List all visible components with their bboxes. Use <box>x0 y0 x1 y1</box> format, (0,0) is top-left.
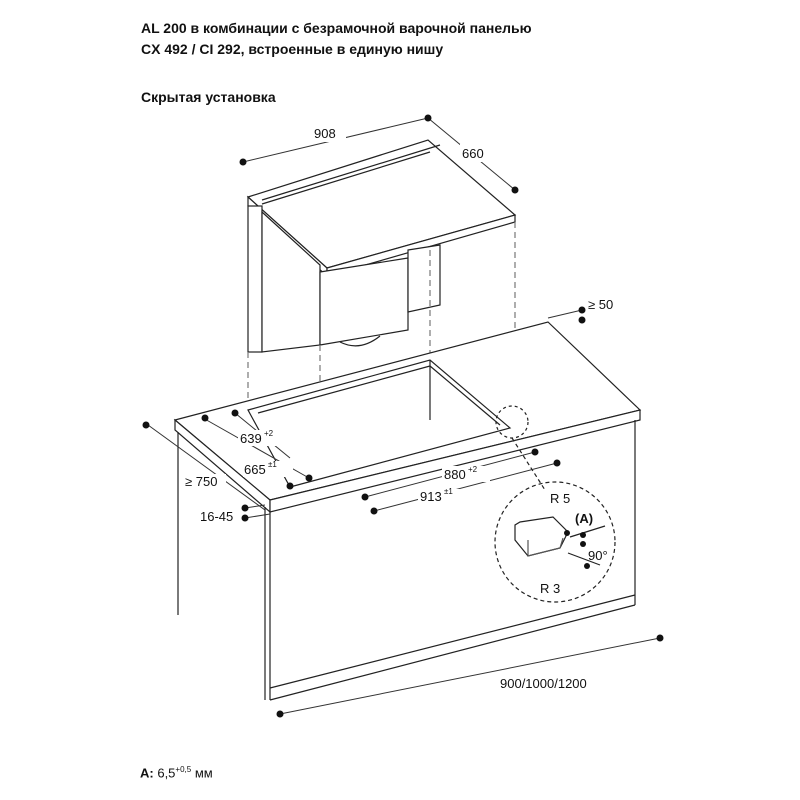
dim-639-tol: +2 <box>264 429 274 438</box>
dim-16-45: 16-45 <box>200 509 233 524</box>
footnote-value: 6,5 <box>157 765 176 781</box>
dim-880: 880 <box>444 467 466 482</box>
detail-r3: R 3 <box>540 581 560 596</box>
dim-rear-gap: ≥ 50 <box>588 297 613 312</box>
footnote-label: A: <box>140 765 154 781</box>
dim-639: 639 <box>240 431 262 446</box>
dim-750: ≥ 750 <box>185 474 217 489</box>
cabinet-drawing <box>177 420 636 701</box>
dim-913: 913 <box>420 489 442 504</box>
footnote: A: 6,5+0,5 мм <box>140 765 213 780</box>
detail-a: (A) <box>575 511 593 526</box>
appliance-drawing <box>246 139 517 353</box>
detail-angle: 90° <box>588 548 608 563</box>
footnote-unit: мм <box>194 765 213 781</box>
dimension-dots <box>142 114 664 718</box>
dim-665-tol: ±1 <box>268 460 277 469</box>
detail-r5: R 5 <box>550 491 570 506</box>
subtitle: Скрытая установка <box>141 89 276 105</box>
title-line-2: CX 492 / CI 292, встроенные в единую ниш… <box>141 41 444 57</box>
dim-908: 908 <box>314 126 336 141</box>
dim-660: 660 <box>462 146 484 161</box>
dim-913-tol: ±1 <box>444 487 453 496</box>
dim-665: 665 <box>244 462 266 477</box>
dim-cabinet-width: 900/1000/1200 <box>500 676 587 691</box>
title-line-1: AL 200 в комбинации с безрамочной варочн… <box>141 20 532 36</box>
countertop-drawing <box>173 321 642 514</box>
edge-detail <box>494 405 616 603</box>
dim-880-tol: +2 <box>468 465 478 474</box>
footnote-tolerance: +0,5 <box>175 765 192 774</box>
